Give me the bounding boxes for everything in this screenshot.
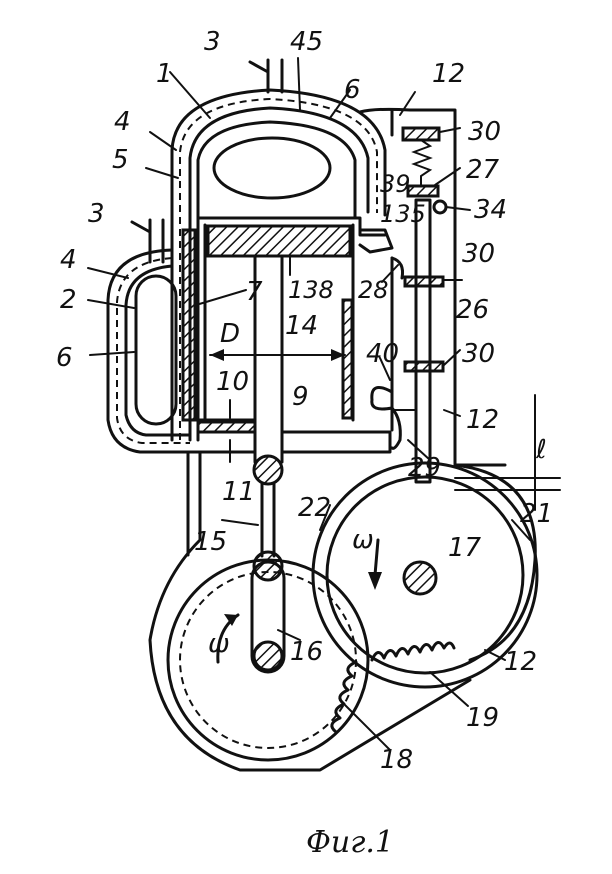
label-27: 27 [466,155,500,185]
label-15: 15 [194,527,227,557]
label-30-mid: 30 [462,239,495,269]
label-40: 40 [366,339,399,369]
label-12-top: 12 [432,59,465,89]
cylinder-7 [181,216,387,442]
label-21: 21 [520,499,553,529]
figure-caption: Фиг.1 [306,825,394,860]
label-14: 14 [285,311,318,341]
label-39: 39 [380,170,411,198]
label-34: 34 [474,195,507,225]
spring-seat-30a [401,126,441,142]
pin-34 [432,199,448,215]
label-19: 19 [466,703,499,733]
shaft-17 [402,560,438,596]
label-6-top: 6 [344,75,361,105]
label-18: 18 [380,745,413,775]
label-7: 7 [246,277,263,307]
label-6-left: 6 [56,343,73,373]
label-30-top: 30 [468,117,501,147]
collar-39 [406,184,440,198]
label-12-mid: 12 [466,405,499,435]
partition-10 [188,418,392,454]
label-5: 5 [112,145,129,175]
leader-lines [87,57,531,751]
label-2: 2 [60,285,77,315]
upper-chamber-shell [170,58,387,442]
chamber-45-ellipse [212,136,332,200]
label-omega-left: ω [208,629,230,659]
piston-head-13 [206,224,352,258]
connecting-rod-15 [250,454,286,674]
label-29: 29 [408,453,441,483]
guide-30c [403,360,445,373]
label-138: 138 [288,276,334,304]
left-chamber-2 [106,218,192,454]
label-11: 11 [222,477,255,507]
guide-30b [403,275,445,288]
gear-teeth-19 [370,641,456,662]
right-wheel-21 [311,461,539,689]
label-135: 135 [380,200,426,228]
label-26: 26 [456,295,489,325]
label-1: 1 [156,59,173,89]
label-12-low: 12 [504,647,537,677]
label-22: 22 [298,493,331,523]
valve-135 [358,228,394,254]
label-4-left: 4 [60,245,77,275]
label-D: D [220,319,240,349]
label-3-left: 3 [88,199,105,229]
label-17: 17 [448,533,482,563]
label-45: 45 [290,27,323,57]
left-wheel-18 [166,558,370,762]
label-l: ℓ [535,435,547,465]
label-28: 28 [358,276,389,304]
label-9: 9 [292,382,309,412]
label-10: 10 [216,367,249,397]
label-16: 16 [290,637,323,667]
label-3-top: 3 [204,27,221,57]
label-4-top: 4 [114,107,131,137]
gear-teeth-18 [330,660,358,734]
inner-chamber-1 [196,120,357,220]
label-30-low: 30 [462,339,495,369]
label-omega-right: ω [352,525,374,555]
dimension-D [209,349,346,361]
